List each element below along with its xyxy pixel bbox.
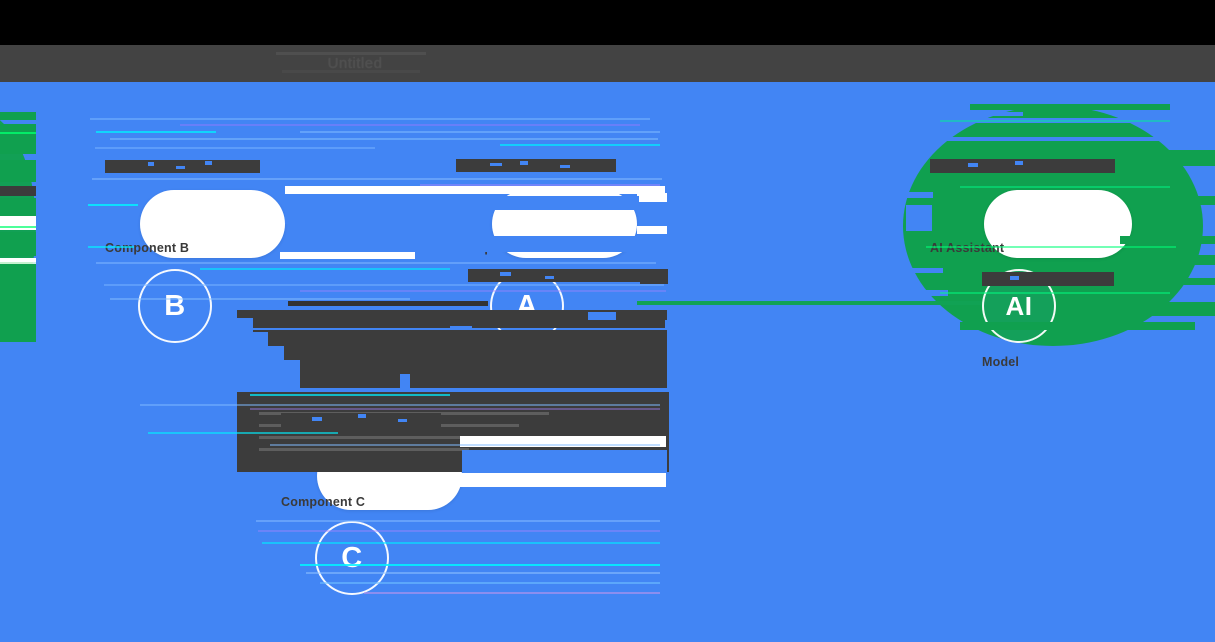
app-toolbar[interactable] [0,45,1215,82]
node-badge-c[interactable]: C [315,521,389,595]
node-label-a-top: Component A [456,241,540,255]
window-title: Untitled [327,54,383,72]
node-badge-b[interactable]: B [138,269,212,343]
node-badge-a[interactable]: A [490,269,564,343]
node-label-ai-bottom: Model [982,355,1020,369]
diagram-canvas[interactable]: B A C AI Component B Component A Descrip… [0,82,1215,642]
node-label-c-top: Component C [281,495,366,509]
edge-a-to-ai[interactable] [637,301,984,305]
node-card-b[interactable] [140,190,285,258]
node-label-b-top: Component B [105,241,190,255]
node-label-ai-top: AI Assistant [930,241,1005,255]
node-badge-ai[interactable]: AI [982,269,1056,343]
edge-b-to-a[interactable] [288,301,488,306]
detail-tooltip [237,392,669,472]
node-label-a-bottom: Description text [468,353,566,367]
left-cluster-blob [0,110,36,342]
window-titlebar [0,0,1215,45]
